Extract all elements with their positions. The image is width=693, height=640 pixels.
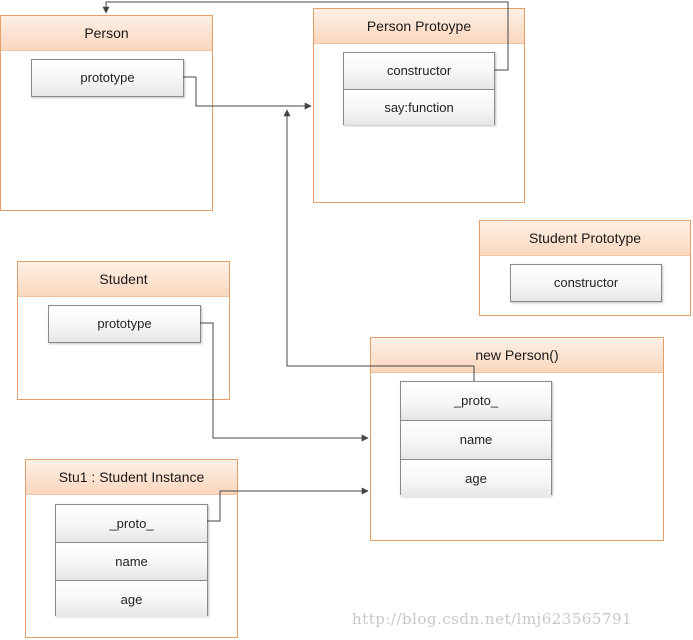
stu1-name: name [56,543,207,581]
person-prototype-label: prototype [80,70,135,85]
student-prototype-slot: prototype [48,305,201,343]
student-prototype-title: Student Prototype [480,221,690,256]
person-prototype-slot: prototype [31,59,184,97]
stu1-title: Stu1 : Student Instance [26,460,237,495]
person-title: Person [1,16,212,51]
student-prototype-constructor-label: constructor [553,275,619,290]
student-prototype-constructor-slot: constructor [510,264,662,302]
stu1-slots: _proto_ name age [55,504,208,617]
student-box: Student prototype [17,261,230,400]
person-prototype-box: Person Protoype constructor say:function [313,8,525,203]
new-person-slots: _proto_ name age [400,381,552,498]
student-prototype-label: prototype [97,316,152,331]
new-person-box: new Person() _proto_ name age [370,337,664,541]
person-box: Person prototype [0,15,213,211]
student-prototype-box: Student Prototype constructor [479,220,691,316]
person-prototype-constructor: constructor [344,53,494,90]
watermark: http://blog.csdn.net/lmj623565791 [352,610,633,628]
new-person-title: new Person() [371,338,663,373]
person-prototype-slots: constructor say:function [343,52,495,125]
new-person-name: name [401,421,551,460]
new-person-age: age [401,460,551,498]
new-person-proto: _proto_ [401,382,551,421]
person-prototype-say-function: say:function [344,90,494,125]
student-title: Student [18,262,229,297]
stu1-age: age [56,581,207,617]
stu1-proto: _proto_ [56,505,207,543]
stu1-box: Stu1 : Student Instance _proto_ name age [25,459,238,638]
person-prototype-title: Person Protoype [314,9,524,44]
